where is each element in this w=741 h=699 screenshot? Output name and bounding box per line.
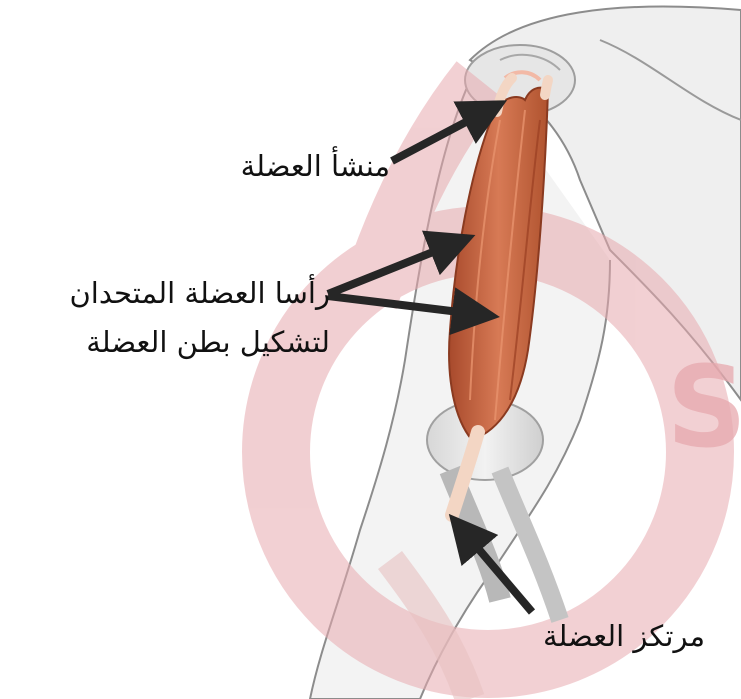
label-heads-line-2: لتشكيل بطن العضلة [86, 320, 330, 364]
watermark-letter: S [666, 352, 741, 464]
label-origin: منشأ العضلة [241, 144, 390, 188]
label-insertion: مرتكز العضلة [543, 614, 705, 658]
label-heads-line-1: رأسا العضلة المتحدان [69, 271, 330, 315]
